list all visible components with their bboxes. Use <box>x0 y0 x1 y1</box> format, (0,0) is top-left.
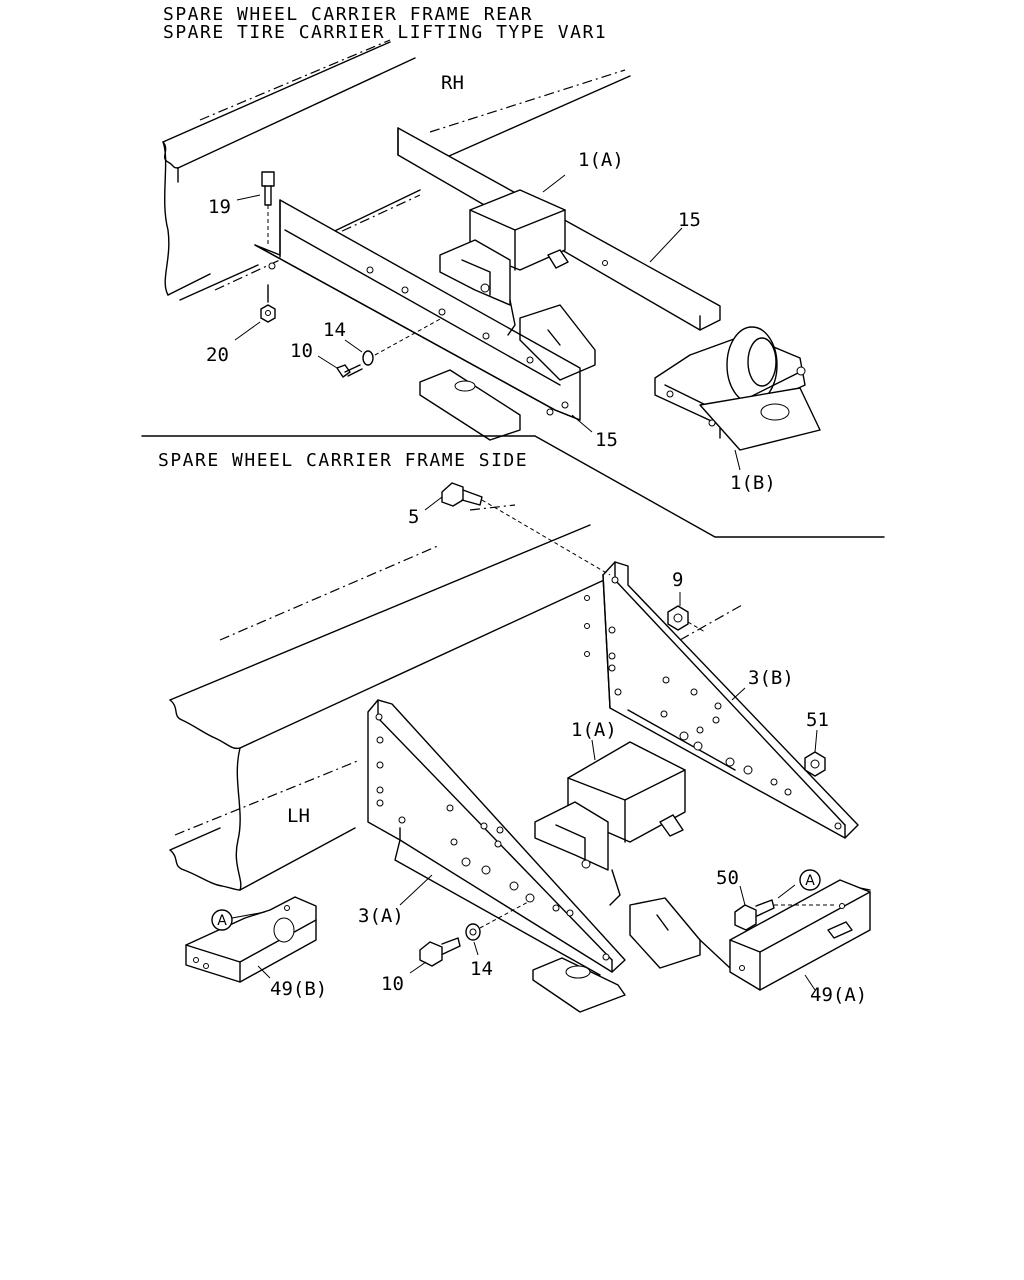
callout-rear-1b: 1(B) <box>730 472 776 494</box>
callout-side-5: 5 <box>408 506 419 528</box>
bolt-5 <box>441 482 611 576</box>
title-side: SPARE WHEEL CARRIER FRAME SIDE <box>158 450 528 471</box>
callout-side-10: 10 <box>381 973 404 995</box>
hoist-plate-side <box>532 887 871 1013</box>
winch-1a-side <box>534 741 686 906</box>
title-rear-line1: SPARE WHEEL CARRIER FRAME REAR <box>163 4 533 25</box>
crossmember-15-bottom <box>254 199 581 421</box>
ref-a-circle-1: A <box>211 909 266 931</box>
title-rear-line2: SPARE TIRE CARRIER LIFTING TYPE VAR1 <box>163 22 607 43</box>
callout-side-51: 51 <box>806 709 829 731</box>
bracket-3b <box>584 561 859 839</box>
callout-rear-15-bottom: 15 <box>595 429 618 451</box>
callout-rear-20: 20 <box>206 344 229 366</box>
label-rh: RH <box>441 72 464 94</box>
callout-rear-15-top: 15 <box>678 209 701 231</box>
bolt-10-side <box>419 937 461 967</box>
callout-side-1a: 1(A) <box>571 719 617 741</box>
nut-51 <box>804 751 826 777</box>
cover-49b <box>185 896 317 983</box>
nut-9 <box>667 605 706 633</box>
ref-a-circle-2: A <box>777 869 821 899</box>
callout-rear-1a: 1(A) <box>578 149 624 171</box>
cover-49a <box>729 879 871 991</box>
bolt-19 <box>261 171 275 245</box>
svg-text:A: A <box>217 913 227 929</box>
callout-rear-10: 10 <box>290 340 313 362</box>
bracket-3a <box>367 699 626 976</box>
callout-side-14: 14 <box>470 958 493 980</box>
washer-14-side <box>465 901 529 941</box>
callout-side-9: 9 <box>672 569 683 591</box>
side-frame-rail <box>169 504 743 891</box>
callout-side-49a: 49(A) <box>810 984 867 1006</box>
section-divider <box>141 435 885 538</box>
callout-side-3a: 3(A) <box>358 905 404 927</box>
callout-side-49b: 49(B) <box>270 978 327 1000</box>
callouts-rear: 1(A) 15 19 20 14 10 15 1(B) <box>206 149 776 494</box>
rear-frame-rail <box>162 39 631 301</box>
label-lh: LH <box>287 805 310 827</box>
callout-rear-14: 14 <box>323 319 346 341</box>
callouts-side: 5 9 3(B) 51 1(A) 50 3(A) 10 14 49(B) 49(… <box>257 496 867 1006</box>
callout-side-3b: 3(B) <box>748 667 794 689</box>
winch-1a-rear <box>439 189 569 336</box>
nut-20 <box>260 284 276 323</box>
callout-rear-19: 19 <box>208 196 231 218</box>
callout-side-50: 50 <box>716 867 739 889</box>
hoist-plate-rear <box>419 304 596 441</box>
pulley-1b-rear <box>654 326 821 451</box>
svg-text:A: A <box>805 873 815 889</box>
washer-14-rear <box>362 317 443 366</box>
bolt-10-rear <box>336 364 363 378</box>
